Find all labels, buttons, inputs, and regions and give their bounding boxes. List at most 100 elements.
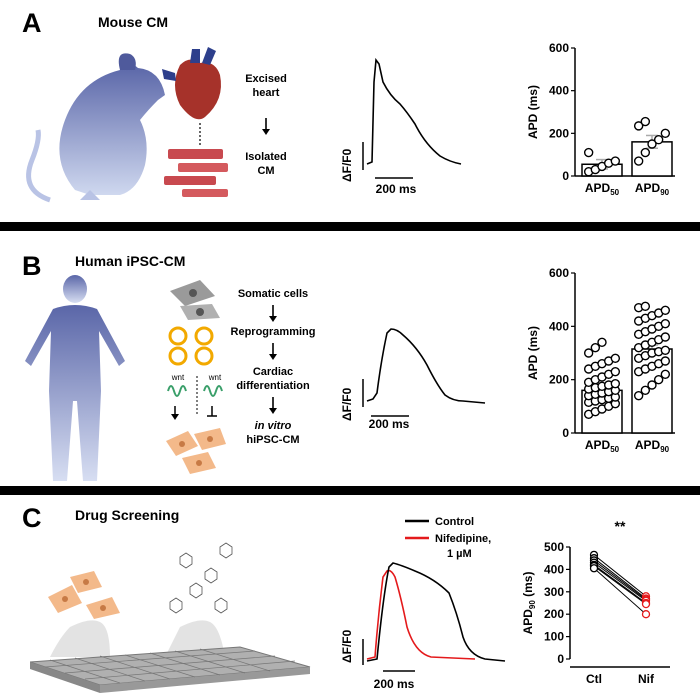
- panel-a: A Mouse CM Excised heart Isolated CM: [0, 0, 700, 222]
- y-tick-label: 400: [544, 562, 564, 576]
- x-tick-label: APD90: [635, 438, 670, 454]
- data-point: [583, 147, 594, 158]
- data-point: [660, 369, 671, 380]
- panel-b: B Human iPSC-CM wnt wnt Somatic cells Re…: [0, 231, 700, 486]
- panel-c: C Drug Screening Control Nifedipine, 1: [0, 495, 700, 700]
- down-arrow-icon: [269, 397, 277, 414]
- data-point: [640, 147, 651, 158]
- y-tick-label: 200: [544, 607, 564, 621]
- pair-line: [593, 565, 647, 605]
- reprogramming-illustration: [166, 280, 226, 474]
- scale-bar-label: 200 ms: [375, 182, 417, 196]
- data-point: [610, 156, 621, 166]
- x-tick-label: APD50: [585, 181, 620, 197]
- pair-line: [593, 562, 647, 602]
- mouse-illustration: [26, 53, 165, 203]
- data-point: [610, 378, 621, 389]
- panel-letter: C: [22, 503, 42, 533]
- pair-line: [593, 564, 647, 604]
- y-tick-label: 0: [557, 652, 564, 666]
- y-axis-label: APD (ms): [526, 85, 540, 139]
- trace-a-ylabel: ΔF/F0: [340, 148, 354, 182]
- panel-letter: B: [22, 251, 42, 281]
- y-tick-label: 0: [562, 169, 569, 183]
- panel-divider: [0, 486, 700, 495]
- data-point: [660, 332, 671, 342]
- y-tick-label: 0: [562, 426, 569, 440]
- data-point: [660, 305, 671, 316]
- trace-c-ylabel: ΔF/F0: [340, 629, 354, 663]
- data-point: [633, 390, 644, 401]
- pair-line: [593, 560, 647, 601]
- data-point: [583, 348, 594, 358]
- y-tick-label: 600: [549, 266, 569, 280]
- data-point-nif: [641, 610, 651, 619]
- step-isolated-cm: Isolated CM: [245, 151, 287, 177]
- step-excised-heart: Excised heart: [245, 73, 287, 99]
- y-axis-label: APD (ms): [526, 326, 540, 380]
- data-point: [633, 156, 644, 166]
- data-point: [647, 380, 657, 390]
- trace-c: [362, 562, 506, 672]
- data-point: [660, 318, 671, 329]
- trace-ylabel: ΔF/F0: [340, 387, 354, 421]
- data-point-nif: [641, 599, 651, 609]
- y-tick-label: 600: [549, 41, 569, 55]
- data-point: [660, 128, 671, 139]
- data-point: [597, 337, 607, 348]
- x-tick-label: APD50: [585, 438, 620, 454]
- data-point: [660, 356, 671, 366]
- data-point: [653, 374, 664, 385]
- step-hipsc-cm: hiPSC-CM: [246, 434, 300, 446]
- data-point: [590, 342, 601, 353]
- legend-nifedipine-label: Nifedipine,: [435, 533, 491, 545]
- legend-control-label: Control: [435, 516, 474, 528]
- y-tick-label: 100: [544, 630, 564, 644]
- data-point: [660, 345, 671, 356]
- y-tick-label: 300: [544, 585, 564, 599]
- scale-bar-label: 200 ms: [373, 677, 415, 691]
- data-point: [610, 366, 621, 377]
- wnt-label-left: wnt: [171, 373, 185, 382]
- y-tick-label: 400: [549, 84, 569, 98]
- down-arrow-icon: [262, 118, 270, 135]
- panel-title: Mouse CM: [98, 14, 168, 30]
- trace-ylabel: ΔF/F0: [340, 629, 354, 663]
- down-arrow-icon: [269, 343, 277, 360]
- scale-bar-label: 200 ms: [368, 417, 410, 431]
- y-tick-label: 200: [549, 126, 569, 140]
- trace-a: [362, 57, 462, 179]
- panel-letter: A: [22, 8, 42, 38]
- y-tick-label: 500: [544, 540, 564, 554]
- data-point: [653, 135, 664, 145]
- step-cardiac-differentiation: Cardiac differentiation: [236, 366, 310, 392]
- drug-screening-illustration: [30, 542, 311, 693]
- legend-nifedipine-dose: 1 µM: [447, 548, 472, 560]
- wnt-label-right: wnt: [208, 373, 222, 382]
- data-point: [633, 121, 644, 131]
- data-point: [610, 353, 621, 364]
- trace-b: [362, 328, 486, 417]
- pair-line: [593, 567, 647, 615]
- panel-title: Drug Screening: [75, 507, 180, 523]
- y-axis-label: APD90 (ms): [521, 572, 537, 635]
- human-illustration: [25, 275, 125, 481]
- panel-title: Human iPSC-CM: [75, 253, 186, 269]
- data-point: [640, 116, 651, 127]
- y-tick-label: 400: [549, 319, 569, 333]
- x-tick-label: Nif: [638, 672, 655, 686]
- step-reprogramming: Reprogramming: [230, 326, 316, 338]
- pair-line: [593, 554, 647, 597]
- significance-marker: **: [615, 518, 626, 534]
- panel-divider: [0, 222, 700, 231]
- data-point-ctl: [589, 564, 599, 573]
- x-tick-label: Ctl: [586, 672, 602, 686]
- y-tick-label: 200: [549, 373, 569, 387]
- data-point: [640, 385, 651, 396]
- step-in-vitro: in vitro: [254, 420, 292, 432]
- trace-b-ylabel: ΔF/F0: [340, 387, 354, 421]
- legend: Control Nifedipine, 1 µM: [405, 516, 491, 560]
- step-somatic-cells: Somatic cells: [237, 288, 309, 300]
